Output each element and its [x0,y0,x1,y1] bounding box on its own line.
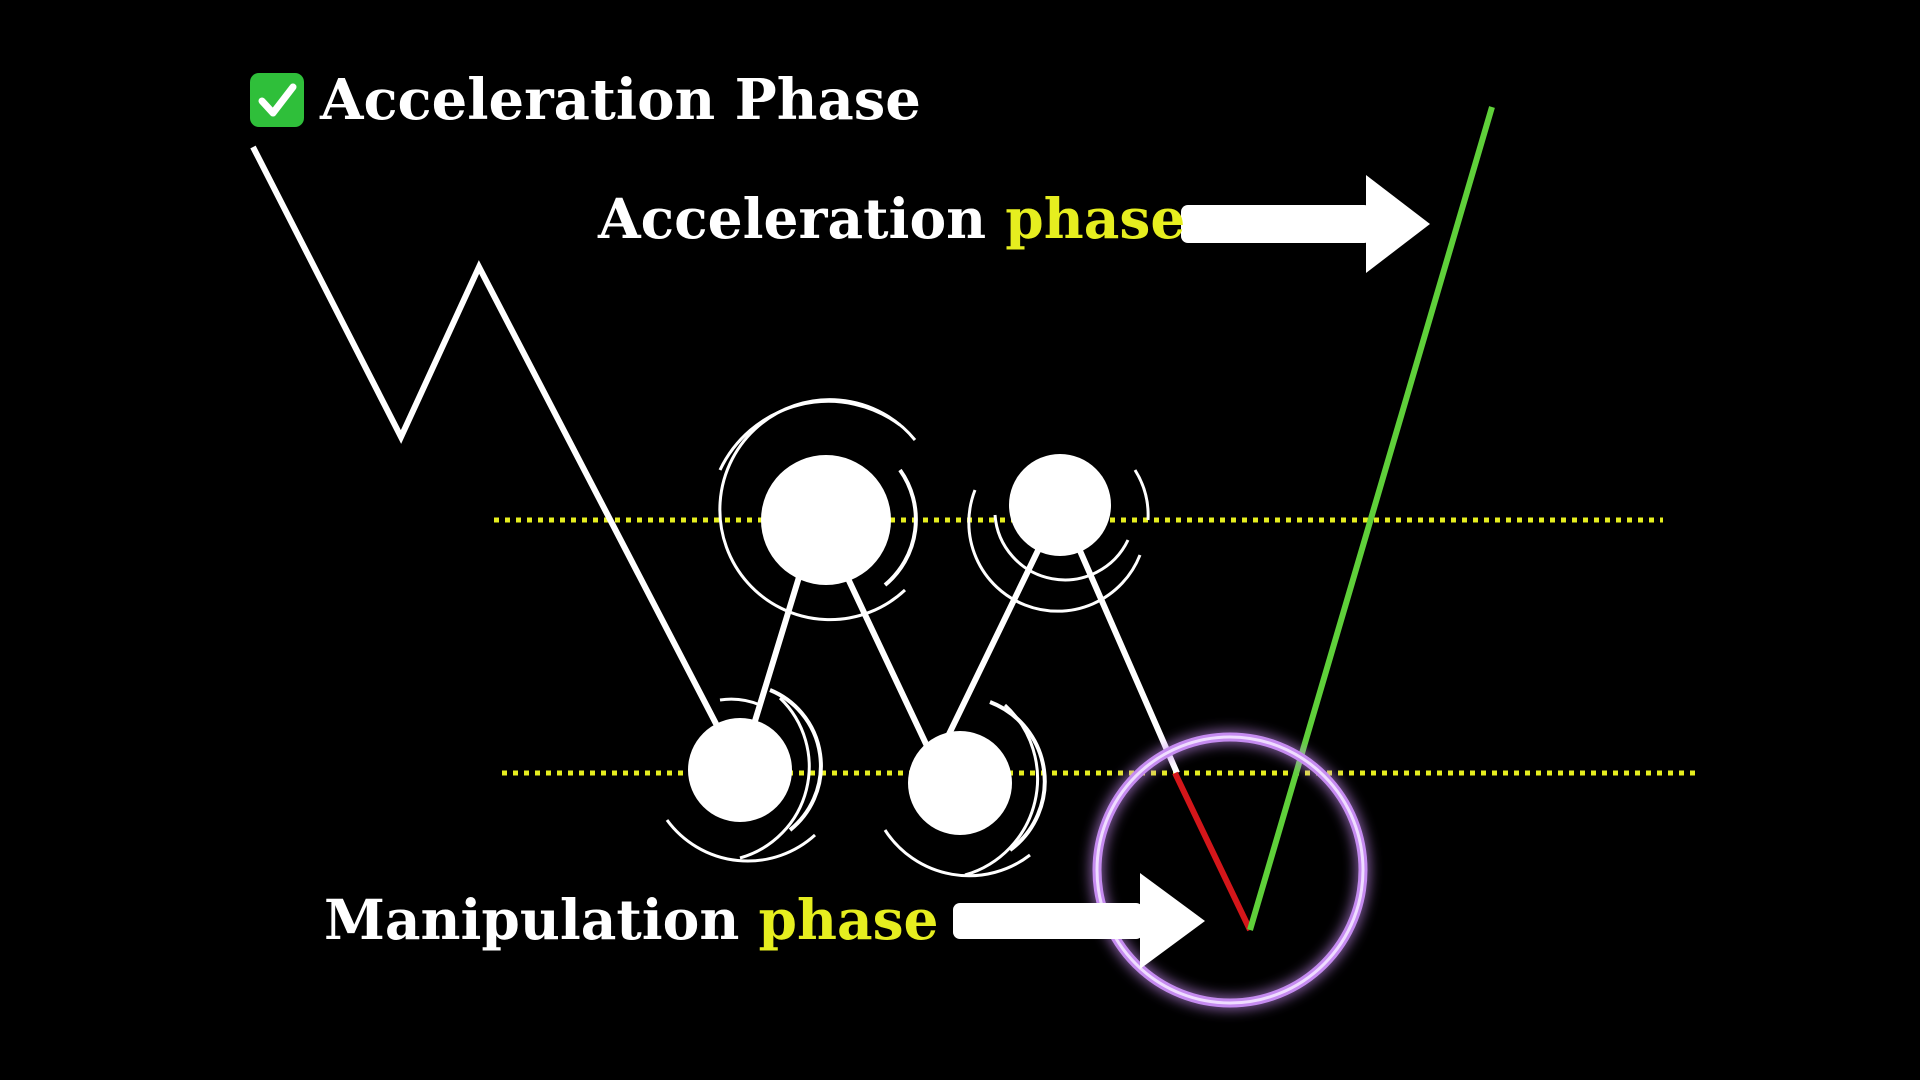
sweep-line [1172,771,1253,932]
acceleration-arrow-icon [1181,175,1430,273]
swing-low-node-2 [883,700,1047,878]
swing-low-node-1 [665,688,823,863]
swing-high-node-1 [718,398,918,622]
acceleration-highlight-word: phase [1005,186,1186,251]
check-mark-icon [250,73,304,127]
acceleration-word: Acceleration [598,186,987,251]
header-title: Acceleration Phase [250,72,921,128]
breakout-line [1247,106,1495,931]
manipulation-highlight-word: phase [758,887,939,952]
manipulation-word: Manipulation [324,887,740,952]
manipulation-arrow-icon [953,873,1205,969]
swing-high-node-2 [967,454,1150,613]
manipulation-highlight-ring-core [1095,735,1365,1005]
header-title-text: Acceleration Phase [320,67,921,133]
manipulation-phase-label: Manipulation phase [324,892,939,947]
acceleration-phase-label: Acceleration phase [598,191,1185,246]
